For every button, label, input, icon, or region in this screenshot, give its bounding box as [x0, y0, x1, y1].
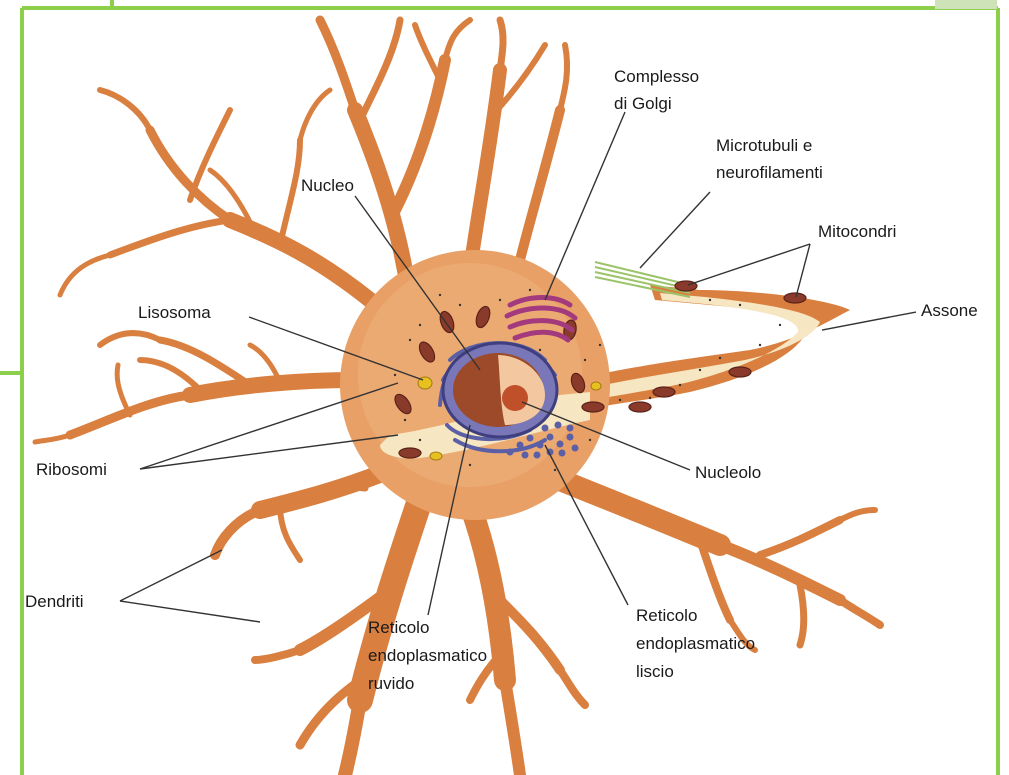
label-dendrites: Dendriti — [25, 592, 84, 611]
label-nucleus: Nucleo — [301, 176, 354, 195]
label-axon: Assone — [921, 301, 978, 320]
label-rough-er: Reticolo endoplasmatico ruvido — [368, 618, 492, 693]
label-lysosome: Lisosoma — [138, 303, 211, 322]
label-nucleolus: Nucleolo — [695, 463, 761, 482]
lysosome — [591, 382, 601, 390]
label-golgi: Complesso di Golgi — [614, 67, 704, 113]
label-smooth-er: Reticolo endoplasmatico liscio — [636, 606, 760, 681]
label-microtubules: Microtubuli e neurofilamenti — [716, 136, 823, 182]
label-smooth-er-line-2: endoplasmatico — [636, 634, 755, 653]
label-rough-er-line-3: ruvido — [368, 674, 414, 693]
lysosome — [430, 452, 442, 460]
label-golgi-line-1: Complesso — [614, 67, 699, 86]
label-microtubules-line-2: neurofilamenti — [716, 163, 823, 182]
label-rough-er-line-1: Reticolo — [368, 618, 429, 637]
label-smooth-er-line-3: liscio — [636, 662, 674, 681]
label-golgi-line-2: di Golgi — [614, 94, 672, 113]
label-ribosomes: Ribosomi — [36, 460, 107, 479]
label-smooth-er-line-1: Reticolo — [636, 606, 697, 625]
corner-tab — [935, 0, 997, 9]
nucleolus — [502, 385, 528, 411]
label-microtubules-line-1: Microtubuli e — [716, 136, 812, 155]
label-rough-er-line-2: endoplasmatico — [368, 646, 487, 665]
label-mitochondria: Mitocondri — [818, 222, 896, 241]
